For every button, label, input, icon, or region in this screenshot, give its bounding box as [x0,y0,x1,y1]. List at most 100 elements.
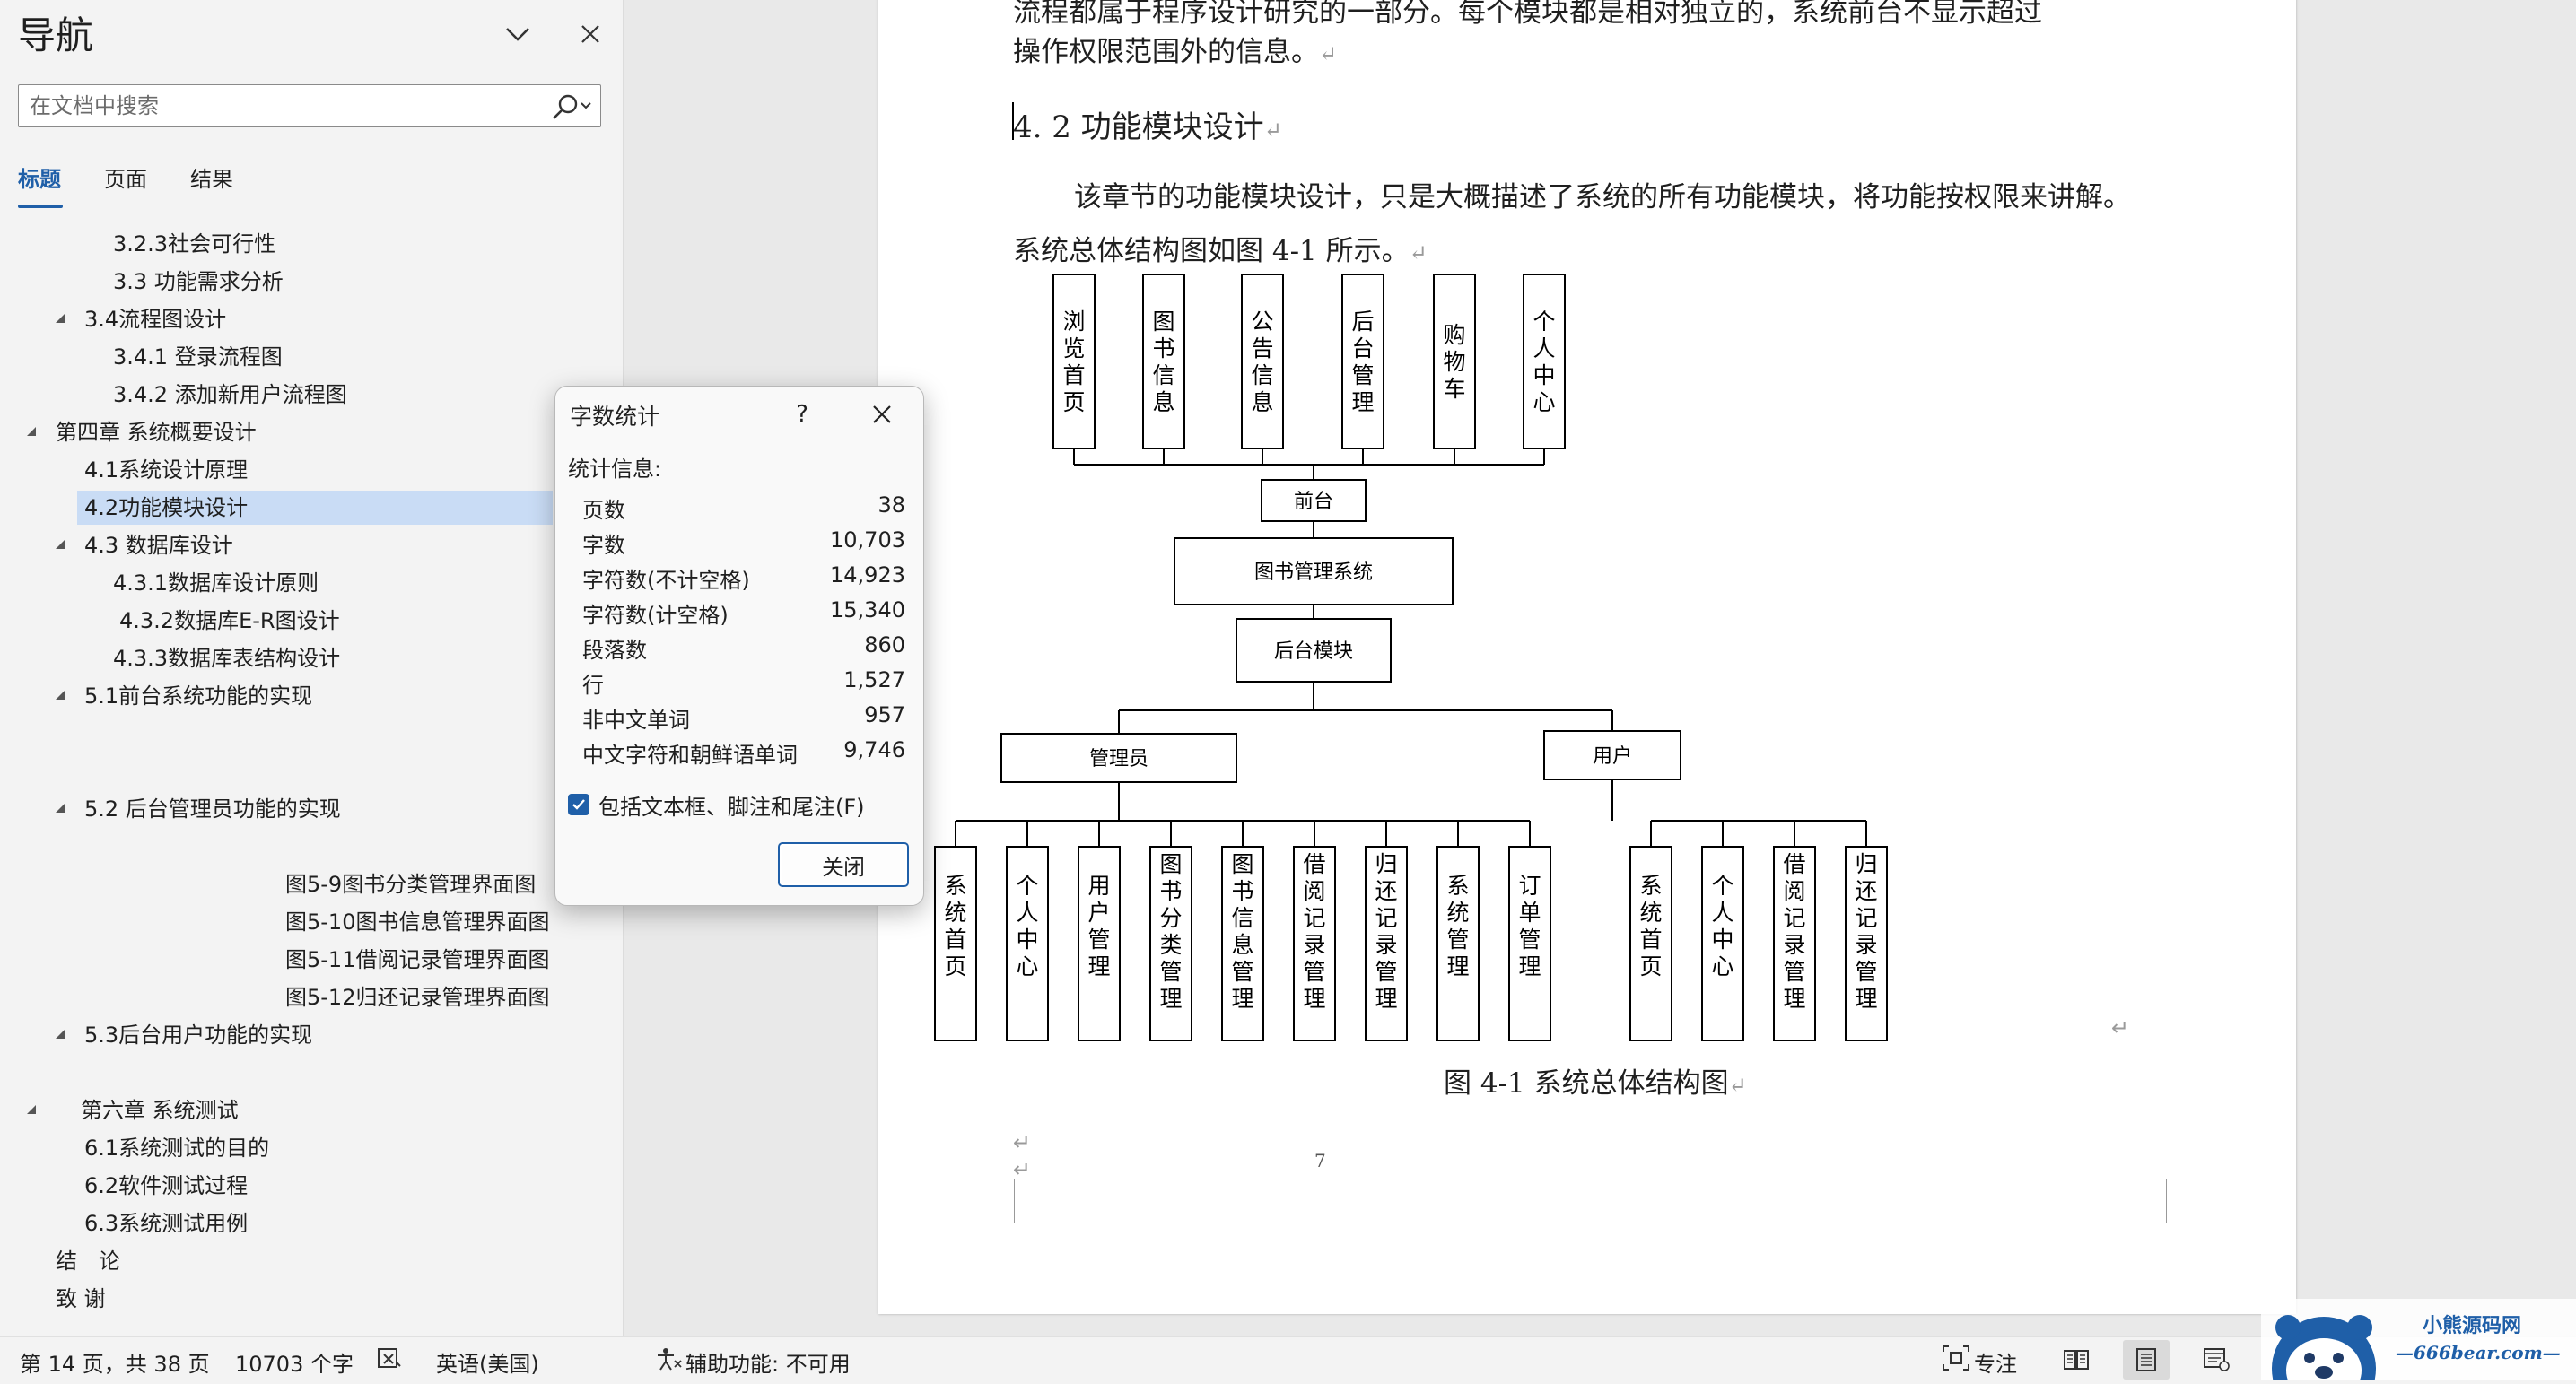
watermark-logo: 小熊源码网 —666bear.com— [2261,1299,2576,1384]
user-node-label: 用户 [1593,745,1632,768]
bear-logo-icon [2261,1299,2576,1384]
system-structure-diagram: 浏览首页图书信息公告信息后台管理购物车个人中心前台图书管理系统后台模块管理员用户… [934,274,1888,1041]
document-page[interactable]: 流程都属于程序设计研究的一部分。每个模块都是相对独立的，系统前台不显示超过 操作… [878,0,2296,1314]
nav-heading-item[interactable]: 4.1系统设计原理 [84,457,249,483]
expand-caret-icon[interactable] [54,802,66,814]
nav-heading-item[interactable]: 6.1系统测试的目的 [84,1136,270,1161]
front-module-char: 浏 [1062,309,1085,335]
tab-pages[interactable]: 页面 [104,167,147,192]
admin-module-char: 心 [1016,953,1038,979]
nav-heading-item[interactable]: 3.4流程图设计 [84,307,227,332]
nav-heading-item[interactable]: 3.2.3社会可行性 [113,231,276,257]
nav-heading-item[interactable]: 图5-9图书分类管理界面图 [285,872,537,897]
dialog-close-button[interactable] [857,394,907,435]
nav-heading-item[interactable]: 4.3.3数据库表结构设计 [113,646,341,671]
expand-caret-icon[interactable] [25,1103,38,1116]
accessibility-status[interactable]: 辅助功能: 不可用 [685,1352,851,1377]
nav-heading-item[interactable]: 6.2软件测试过程 [84,1173,249,1198]
nav-heading-item[interactable]: 图5-10图书信息管理界面图 [285,910,550,935]
figure-caption: 图 4-1 系统总体结构图↵ [1444,1060,1747,1101]
nav-heading-item[interactable]: 4.3.2数据库E-R图设计 [119,608,340,633]
stat-label: 页数 [582,498,625,523]
admin-module-char: 分 [1159,905,1182,931]
admin-module-char: 户 [1087,900,1110,926]
expand-caret-icon[interactable] [54,689,66,701]
user-module-char: 录 [1783,932,1805,958]
nav-heading-item[interactable]: 4.3 数据库设计 [84,533,233,558]
nav-heading-item[interactable]: 5.2 后台管理员功能的实现 [84,796,341,822]
help-button[interactable]: ? [796,401,808,428]
nav-heading-item[interactable]: 第四章 系统概要设计 [56,420,257,445]
expand-caret-icon[interactable] [54,1028,66,1040]
nav-close-button[interactable] [569,13,612,56]
nav-heading-item[interactable]: 第六章 系统测试 [81,1098,239,1123]
language-status[interactable]: 英语(美国) [436,1352,539,1377]
admin-module-char: 理 [1159,986,1182,1012]
focus-label[interactable]: 专注 [1974,1352,2017,1377]
expand-caret-icon[interactable] [54,538,66,551]
front-module-char: 息 [1152,389,1174,415]
front-module-char: 览 [1062,335,1085,361]
nav-heading-item[interactable]: 4.3.1数据库设计原则 [113,570,319,596]
proofing-button[interactable] [377,1346,404,1375]
nav-heading-item[interactable]: 5.1前台系统功能的实现 [84,683,313,709]
word-count[interactable]: 10703 个字 [235,1352,354,1377]
admin-module-box [1149,846,1192,1041]
admin-module-char: 管 [1518,927,1541,953]
admin-module-char: 系 [1446,873,1469,899]
paragraph-mark-icon: ↵ [1263,118,1282,143]
nav-heading-item[interactable]: 6.3系统测试用例 [84,1211,249,1236]
user-module-char: 理 [1783,986,1805,1012]
web-layout-button[interactable] [2193,1340,2240,1380]
expand-caret-icon[interactable] [25,425,38,438]
front-module-box [1241,274,1284,449]
nav-heading-item[interactable]: 结 论 [56,1249,120,1274]
checkbox-checked[interactable] [568,794,589,815]
nav-search-box[interactable] [18,84,601,127]
print-layout-button[interactable] [2123,1340,2170,1380]
admin-node-label: 管理员 [1089,748,1148,770]
front-module-char: 个 [1533,309,1555,335]
nav-heading-item[interactable]: 5.3后台用户功能的实现 [84,1023,313,1048]
user-module-box [1629,846,1672,1041]
user-module-char: 心 [1711,953,1733,979]
nav-heading-item[interactable]: 3.4.1 登录流程图 [113,344,283,370]
nav-heading-item[interactable]: 致 谢 [56,1286,106,1311]
front-module-char: 息 [1251,389,1273,415]
body-text-line: 系统总体结构图如图 4-1 所示。↵ [1013,228,1428,268]
close-button[interactable]: 关闭 [778,842,909,887]
admin-module-char: 归 [1375,851,1397,877]
tab-results[interactable]: 结果 [190,167,233,192]
focus-mode-button[interactable] [1942,1345,1970,1375]
nav-options-button[interactable] [496,13,539,56]
nav-heading-item[interactable]: 3.4.2 添加新用户流程图 [113,382,347,407]
expand-caret-icon[interactable] [54,312,66,325]
user-module-char: 记 [1855,905,1877,931]
search-input[interactable] [30,92,532,119]
user-module-char: 归 [1855,851,1877,877]
front-module-char: 告 [1251,335,1273,361]
admin-module-char: 管 [1231,959,1253,985]
tab-headings[interactable]: 标题 [18,167,61,192]
search-button[interactable] [541,91,591,123]
read-mode-button[interactable] [2053,1340,2100,1380]
nav-heading-item[interactable]: 3.3 功能需求分析 [113,269,284,294]
nav-heading-item[interactable]: 图5-11借阅记录管理界面图 [285,947,550,972]
include-textboxes-checkbox[interactable]: 包括文本框、脚注和尾注(F) [568,788,865,821]
focus-icon [1943,1345,1969,1371]
paragraph-mark-icon: ↵ [1013,1157,1032,1182]
front-module-box [1523,274,1566,449]
page-count[interactable]: 第 14 页，共 38 页 [20,1352,210,1377]
heading-text: 4. 2 功能模块设计 [1013,109,1264,145]
stat-row: 字符数(不计空格)14,923 [582,562,905,596]
accessibility-button[interactable] [655,1346,682,1375]
nav-heading-item[interactable]: 图5-12归还记录管理界面图 [285,985,550,1010]
nav-heading-item-selected[interactable]: 4.2功能模块设计 [77,491,553,525]
admin-module-char: 信 [1231,905,1253,931]
admin-module-char: 理 [1446,953,1469,979]
nav-title: 导航 [18,13,94,57]
active-tab-indicator [18,205,63,208]
stat-label: 字符数(不计空格) [582,568,750,593]
text-cursor [1012,102,1014,140]
